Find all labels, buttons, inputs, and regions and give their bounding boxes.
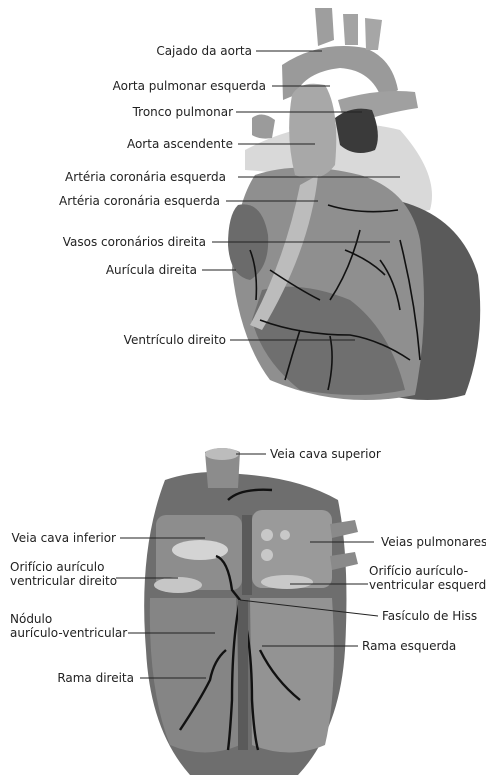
- label-ventriculo-direito: Ventrículo direito: [124, 333, 226, 347]
- label-nodulo-line2: aurículo-ventricular: [10, 626, 127, 640]
- label-veia-cava-inferior: Veia cava inferior: [12, 531, 117, 545]
- label-orificio-av-esquerdo-line2: ventricular esquerdo: [369, 578, 486, 592]
- label-aorta-ascendente: Aorta ascendente: [127, 137, 233, 151]
- label-arteria-coronaria-esquerda-2: Artéria coronária esquerda: [59, 194, 220, 208]
- label-auricula-direita: Aurícula direita: [106, 263, 197, 277]
- label-cajado-aorta: Cajado da aorta: [156, 44, 252, 58]
- label-orificio-av-direito-line1: Orifício aurículo: [10, 560, 104, 574]
- label-fasciculo-hiss: Fasículo de Hiss: [382, 609, 477, 623]
- label-rama-esquerda: Rama esquerda: [362, 639, 456, 653]
- label-orificio-av-esquerdo-line1: Orifício aurículo-: [369, 564, 468, 578]
- heart-section-illustration: [144, 448, 358, 775]
- label-tronco-pulmonar: Tronco pulmonar: [132, 105, 233, 119]
- label-nodulo-line1: Nódulo: [10, 612, 52, 626]
- label-orificio-av-direito-line2: ventricular direito: [10, 574, 117, 588]
- label-veias-pulmonares: Veias pulmonares: [381, 535, 486, 549]
- label-aorta-pulmonar-esquerda: Aorta pulmonar esquerda: [113, 79, 266, 93]
- label-veia-cava-superior: Veia cava superior: [270, 447, 381, 461]
- label-vasos-coronarios-direita: Vasos coronários direita: [63, 235, 206, 249]
- label-rama-direita: Rama direita: [57, 671, 134, 685]
- external-heart-illustration: [228, 8, 480, 400]
- label-arteria-coronaria-esquerda-1: Artéria coronária esquerda: [65, 170, 226, 184]
